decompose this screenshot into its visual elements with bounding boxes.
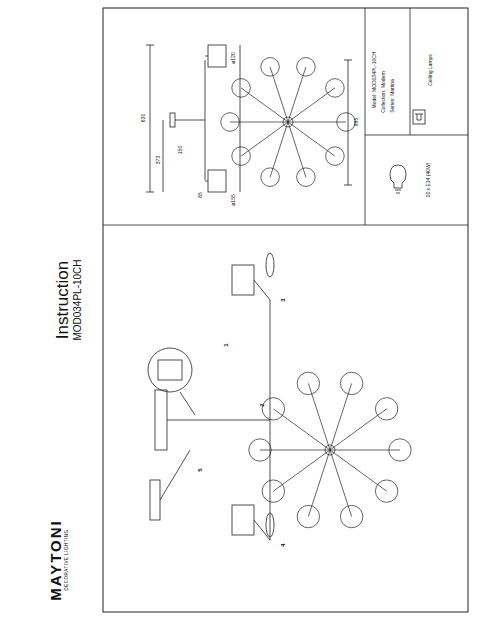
callout-number: 2 <box>259 403 265 406</box>
bulb-spec: 10 x E14 (40W) <box>426 163 431 198</box>
dimension: 373 <box>156 156 161 164</box>
callout-number: 5 <box>197 468 203 471</box>
model-code: MOD034PL-10CH <box>73 259 83 340</box>
callout-number: 4 <box>280 543 286 546</box>
dimension: 150 <box>178 146 183 154</box>
brand-tagline: DECORATIVE LIGHTING <box>65 530 70 591</box>
dimension: 65 <box>198 192 203 198</box>
info-line: Model: MOD034PL-10CH <box>372 52 377 109</box>
dimension: 995 <box>354 118 359 126</box>
sheet-title: Instruction <box>54 261 71 339</box>
callout-number: 3 <box>280 298 286 301</box>
brand-logo: MAYTONI <box>48 519 63 601</box>
callout-number: 1 <box>223 343 229 346</box>
category-label: Ceiling Lamps <box>428 54 433 86</box>
dimension: 630 <box>141 114 146 122</box>
dimension: ø155 <box>231 194 236 205</box>
info-line: Collection: Modern <box>381 71 386 113</box>
dimension: ø120 <box>231 52 236 63</box>
info-line: Series: Martina <box>390 79 395 113</box>
